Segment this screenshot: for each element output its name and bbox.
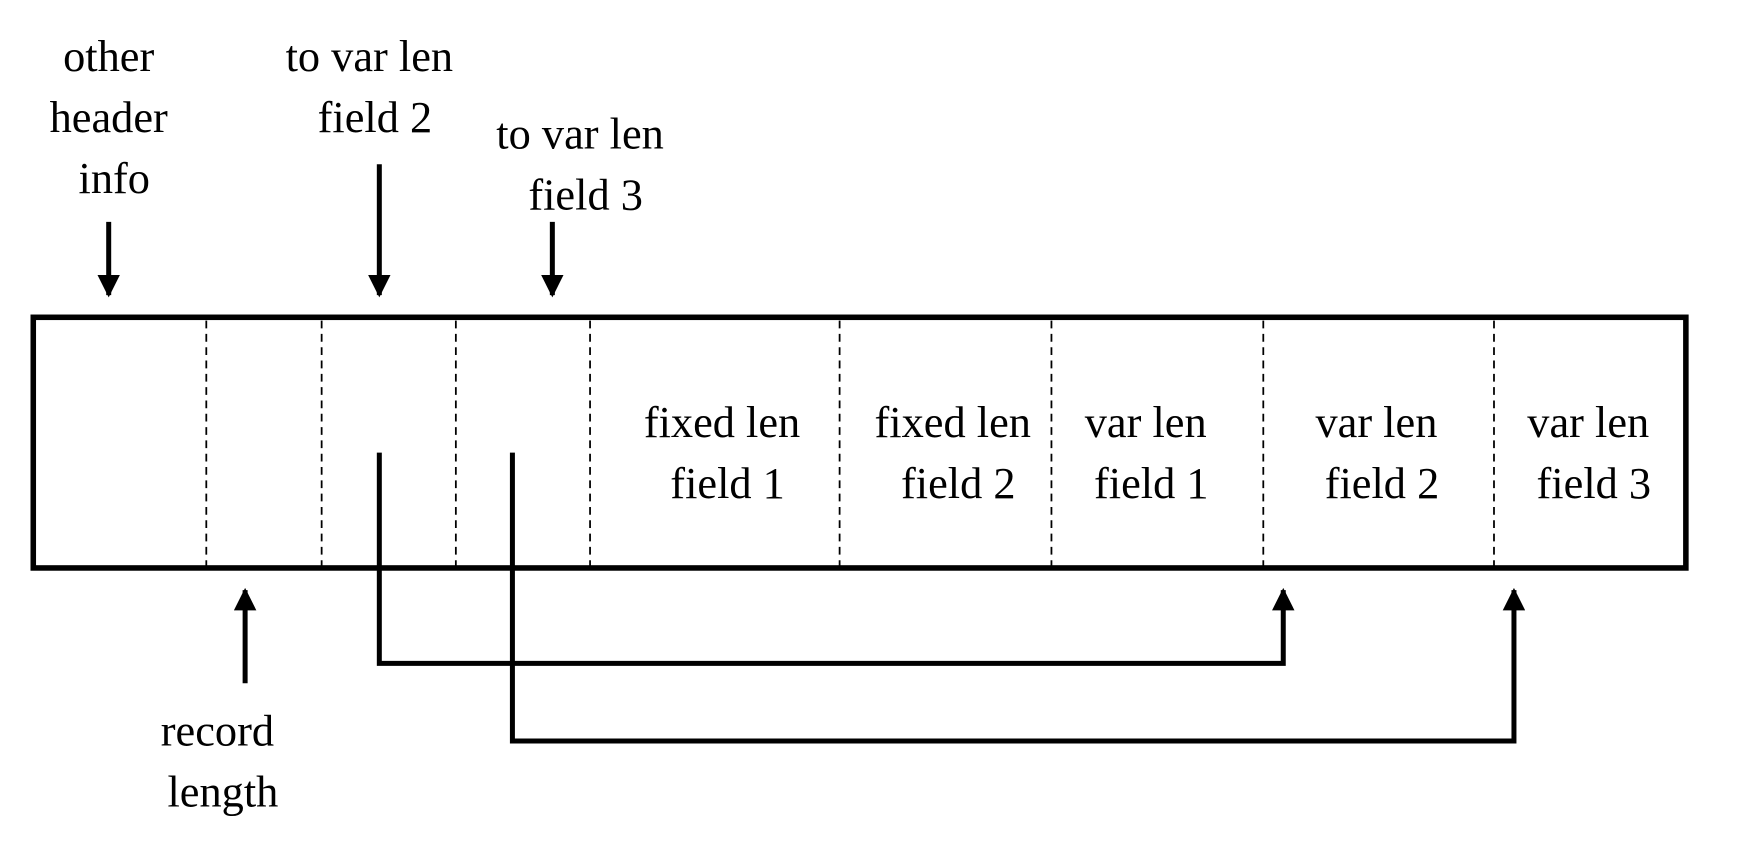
cell-line: field 2 (901, 458, 1016, 508)
cell-line: field 1 (670, 458, 785, 508)
cell-fixed-len-field-1: fixed len field 1 (644, 397, 812, 508)
pointer-field-3 (509, 452, 1526, 744)
cell-line: field 1 (1094, 458, 1209, 508)
record-box (30, 314, 1689, 571)
cell-var-len-field-1: var len field 1 (1085, 397, 1218, 508)
cell-line: field 3 (1537, 458, 1652, 508)
cell-line: fixed len (875, 397, 1031, 447)
label-line: other (63, 31, 154, 81)
cell-line: var len (1085, 397, 1207, 447)
label-line: to var len (496, 109, 664, 159)
label-line: info (79, 153, 150, 203)
label-record-length: record length (161, 705, 285, 816)
field-dividers (205, 320, 1495, 566)
label-line: field 3 (528, 170, 643, 220)
cell-var-len-field-2: var len field 2 (1315, 397, 1448, 508)
label-line: length (167, 766, 278, 816)
label-to-var-len-field-2: to var len field 2 (286, 31, 465, 142)
label-other-header-info: other header info (50, 31, 179, 203)
cell-line: var len (1527, 397, 1649, 447)
cell-line: var len (1315, 397, 1437, 447)
label-line: field 2 (318, 92, 433, 142)
cell-line: field 2 (1325, 458, 1440, 508)
pointer-field-2 (376, 452, 1295, 666)
label-line: record (161, 705, 274, 755)
label-line: to var len (286, 31, 454, 81)
label-line: header (50, 92, 168, 142)
cell-fixed-len-field-2: fixed len field 2 (875, 397, 1043, 508)
cell-line: fixed len (644, 397, 800, 447)
label-to-var-len-field-3: to var len field 3 (496, 109, 675, 220)
cell-var-len-field-3: var len field 3 (1527, 397, 1660, 508)
